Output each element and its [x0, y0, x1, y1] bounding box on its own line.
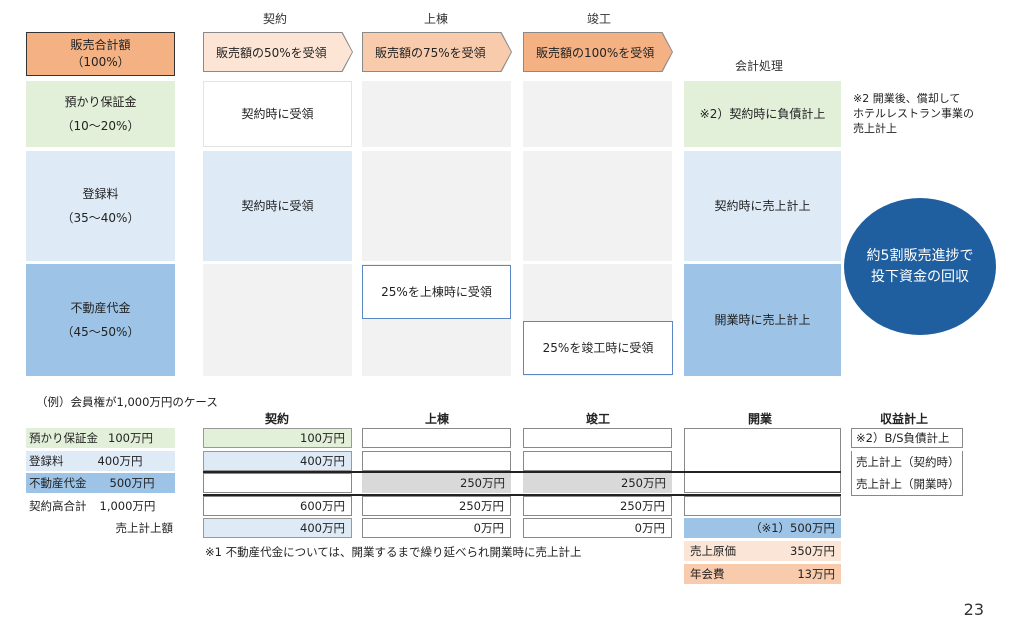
deposit-amount: 100万円	[108, 431, 153, 445]
head-shunkou: 竣工	[586, 412, 611, 426]
row-realestate-jotou-text: 25%を上棟時に受領	[381, 285, 492, 299]
arrow-shunkou-label: 販売額の100%を受領	[536, 45, 655, 60]
arrow-contract: 販売額の50%を受領	[203, 32, 353, 72]
cost-value: 350万円	[790, 544, 835, 558]
row-deposit-shunkou	[523, 81, 672, 147]
sales-total-title: 販売合計額	[70, 38, 131, 52]
shunkou-total: 250万円	[523, 496, 672, 516]
note-2: ※2 開業後、償却して ホテルレストラン事業の 売上計上	[853, 91, 1023, 136]
recovery-circle-line1: 約5割販売進捗で	[866, 247, 974, 264]
annual-fee-label: 年会費	[690, 567, 725, 581]
separator-line-2	[203, 494, 841, 496]
row-realestate-shunkou-text: 25%を竣工時に受領	[542, 341, 654, 355]
row-reg-contract: 契約時に受領	[203, 151, 352, 261]
contract-total: 600万円	[203, 496, 352, 516]
note-2-line2: ホテルレストラン事業の	[853, 107, 974, 120]
realestate-amount: 500万円	[109, 476, 155, 490]
row-deposit-name: 預かり保証金	[64, 95, 137, 109]
recovery-circle: 約5割販売進捗で 投下資金の回収	[844, 198, 996, 335]
annual-fee-row: 年会費 13万円	[684, 564, 841, 584]
row-reg-accounting-text: 契約時に売上計上	[714, 199, 811, 213]
row-realestate-accounting: 開業時に売上計上	[684, 264, 841, 376]
row-reg-contract-text: 契約時に受領	[241, 199, 314, 213]
deposit-row-label: 預かり保証金 100万円	[26, 428, 175, 448]
row-reg-accounting: 契約時に売上計上	[684, 151, 841, 261]
accounting-label: 会計処理	[735, 59, 784, 73]
jotou-sales: 0万円	[362, 518, 511, 538]
arrow-jotou: 販売額の75%を受領	[362, 32, 512, 72]
kaigyou-upper	[684, 428, 841, 493]
row-realestate-label: 不動産代金 （45〜50%）	[26, 264, 175, 376]
total-amount: 1,000万円	[99, 499, 156, 513]
row-deposit-accounting-text: ※2）契約時に負債計上	[699, 107, 826, 121]
note-2-line3: 売上計上	[853, 122, 897, 135]
reg-amount: 400万円	[97, 454, 143, 468]
note-2-line1: ※2 開業後、償却して	[853, 92, 961, 105]
jotou-deposit	[362, 428, 511, 448]
kaigyou-total	[684, 496, 841, 516]
sales-total-pct: （100%）	[71, 55, 130, 69]
row-reg-jotou	[362, 151, 511, 261]
jotou-total: 250万円	[362, 496, 511, 516]
stage-label-jotou: 上棟	[424, 12, 449, 26]
realestate-row-label: 不動産代金 500万円	[26, 473, 175, 493]
separator-line	[203, 471, 841, 473]
sales-row-label: 売上計上額	[26, 518, 175, 538]
stage-label-contract: 契約	[263, 12, 288, 26]
realestate-label: 不動産代金	[29, 476, 87, 490]
sales-total-box: 販売合計額 （100%）	[26, 32, 175, 76]
reg-row-label: 登録料 400万円	[26, 451, 175, 471]
row-deposit-accounting: ※2）契約時に負債計上	[684, 81, 841, 147]
row-realestate-pct: （45〜50%）	[61, 325, 140, 339]
page-number: 23	[963, 600, 984, 619]
head-revenue: 収益計上	[880, 412, 929, 426]
contract-reg: 400万円	[203, 451, 352, 471]
note-1: ※1 不動産代金については、開業するまで繰り延べられ開業時に売上計上	[205, 545, 582, 559]
row-deposit-jotou	[362, 81, 511, 147]
contract-realestate	[203, 473, 352, 493]
jotou-realestate: 250万円	[362, 473, 511, 493]
row-reg-shunkou	[523, 151, 672, 261]
row-realestate-jotou-box: 25%を上棟時に受領	[362, 265, 511, 319]
total-label: 契約高合計	[29, 499, 87, 513]
kaigyou-sales: （※1）500万円	[684, 518, 841, 538]
head-jotou: 上棟	[425, 412, 450, 426]
recovery-circle-line2: 投下資金の回収	[871, 268, 969, 285]
row-realestate-name: 不動産代金	[70, 301, 131, 315]
arrow-shunkou: 販売額の100%を受領	[523, 32, 673, 72]
head-contract: 契約	[265, 412, 290, 426]
arrow-contract-label: 販売額の50%を受領	[216, 45, 327, 60]
revenue-item-opening: 売上計上（開業時）	[851, 473, 963, 496]
cost-row: 売上原価 350万円	[684, 541, 841, 561]
reg-label: 登録料	[29, 454, 64, 468]
arrow-jotou-label: 販売額の75%を受領	[375, 45, 486, 60]
contract-deposit: 100万円	[203, 428, 352, 448]
shunkou-sales: 0万円	[523, 518, 672, 538]
row-reg-pct: （35〜40%）	[61, 211, 140, 225]
stage-label-shunkou: 竣工	[587, 12, 612, 26]
jotou-reg	[362, 451, 511, 471]
row-realestate-shunkou-box: 25%を竣工時に受領	[523, 321, 673, 375]
head-kaigyou: 開業	[748, 412, 773, 426]
row-deposit-contract-text: 契約時に受領	[241, 107, 314, 121]
revenue-item-liability: ※2）B/S負債計上	[851, 428, 963, 448]
contract-sales: 400万円	[203, 518, 352, 538]
row-realestate-accounting-text: 開業時に売上計上	[714, 313, 811, 327]
row-deposit-label: 預かり保証金 （10〜20%）	[26, 81, 175, 147]
row-deposit-contract: 契約時に受領	[203, 81, 352, 147]
shunkou-reg	[523, 451, 672, 471]
annual-fee-value: 13万円	[797, 567, 835, 581]
total-row-label: 契約高合計 1,000万円	[26, 496, 175, 516]
row-reg-label: 登録料 （35〜40%）	[26, 151, 175, 261]
row-realestate-contract	[203, 264, 352, 376]
shunkou-deposit	[523, 428, 672, 448]
sales-label: 売上計上額	[115, 521, 174, 535]
revenue-item-contract: 売上計上（契約時）	[851, 451, 963, 474]
example-title: （例）会員権が1,000万円のケース	[36, 395, 218, 409]
deposit-label: 預かり保証金	[29, 431, 98, 445]
row-reg-name: 登録料	[82, 187, 119, 201]
cost-label: 売上原価	[690, 544, 736, 558]
row-deposit-pct: （10〜20%）	[61, 119, 140, 133]
shunkou-realestate: 250万円	[523, 473, 672, 493]
